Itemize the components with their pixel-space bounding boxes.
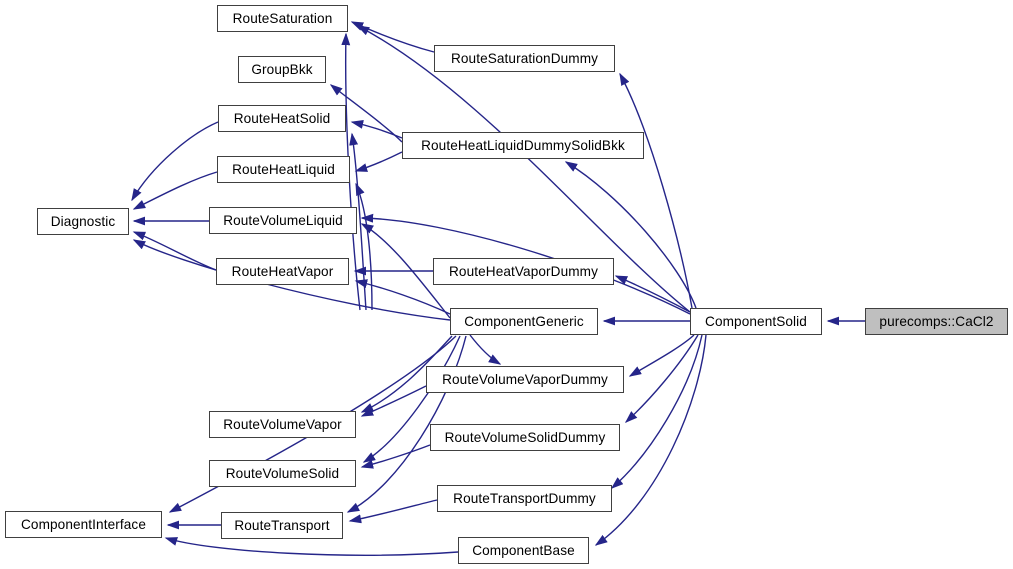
class-node-label: RouteTransportDummy — [453, 490, 596, 506]
edge-componentgeneric-to-routevolumevapordummy — [469, 334, 502, 365]
class-node-label: RouteVolumeLiquid — [223, 212, 343, 228]
class-node-routeheatvapordummy[interactable]: RouteHeatVaporDummy — [433, 258, 614, 285]
class-node-label: RouteHeatSolid — [233, 110, 331, 126]
class-node-componentgeneric[interactable]: ComponentGeneric — [450, 308, 598, 335]
class-node-label: GroupBkk — [251, 61, 313, 77]
class-node-routeheatsolid[interactable]: RouteHeatSolid — [218, 105, 346, 132]
class-node-label: ComponentInterface — [21, 516, 146, 532]
class-node-routetransport[interactable]: RouteTransport — [221, 512, 343, 539]
class-node-label: RouteSaturation — [232, 10, 333, 26]
edge-componentgeneric-to-routeheatvapor — [354, 279, 451, 315]
class-node-componentsolid[interactable]: ComponentSolid — [690, 308, 822, 335]
class-node-label: ComponentSolid — [705, 313, 807, 329]
class-node-label: RouteSaturationDummy — [450, 50, 599, 66]
edge-routetransportdummy-to-routetransport — [348, 499, 438, 524]
class-node-routesaturationdummy[interactable]: RouteSaturationDummy — [434, 45, 615, 72]
edge-componentsolid-to-routeheatliquiddummysolidbkk — [564, 161, 697, 309]
edge-componentbase-to-componentinterface — [164, 537, 459, 556]
class-node-label: RouteHeatVaporDummy — [449, 263, 598, 279]
edge-componentsolid-to-routevolumevapordummy — [628, 334, 695, 377]
edge-componentgeneric-to-routeheatliquid — [355, 182, 373, 311]
class-node-diagnostic[interactable]: Diagnostic — [37, 208, 129, 235]
edge-routeheatliquiddummysolidbkk-to-routeheatsolid — [350, 120, 403, 139]
class-node-componentinterface[interactable]: ComponentInterface — [5, 511, 162, 538]
edge-componentsolid-to-routetransportdummy — [610, 334, 703, 489]
class-node-label: RouteVolumeSolidDummy — [444, 429, 606, 445]
class-node-label: RouteVolumeVaporDummy — [442, 371, 608, 387]
class-node-routevolumesoliddummy[interactable]: RouteVolumeSolidDummy — [430, 424, 620, 451]
class-node-label: RouteVolumeVapor — [223, 416, 342, 432]
class-node-routevolumevapordummy[interactable]: RouteVolumeVaporDummy — [426, 366, 624, 393]
class-node-routetransportdummy[interactable]: RouteTransportDummy — [437, 485, 612, 512]
class-node-routevolumevapor[interactable]: RouteVolumeVapor — [209, 411, 356, 438]
class-node-label: RouteVolumeSolid — [225, 465, 340, 481]
class-node-routesaturation[interactable]: RouteSaturation — [217, 5, 348, 32]
class-node-label: RouteHeatVapor — [231, 263, 334, 279]
class-node-routeheatliquiddummysolidbkk[interactable]: RouteHeatLiquidDummySolidBkk — [402, 132, 644, 159]
edge-routeheatvapor-to-diagnostic — [132, 231, 217, 271]
edge-componentsolid-to-routesaturationdummy — [619, 72, 693, 309]
class-node-routeheatvapor[interactable]: RouteHeatVapor — [216, 258, 349, 285]
class-node-label: ComponentGeneric — [464, 313, 584, 329]
edge-routevolumesoliddummy-to-routevolumesolid — [360, 444, 431, 469]
class-node-label: RouteTransport — [234, 517, 330, 533]
class-node-routeheatliquid[interactable]: RouteHeatLiquid — [217, 156, 350, 183]
class-node-label: RouteHeatLiquidDummySolidBkk — [421, 137, 625, 153]
class-node-purecompscacl2[interactable]: purecomps::CaCl2 — [865, 308, 1008, 335]
class-node-routevolumeliquid[interactable]: RouteVolumeLiquid — [209, 207, 357, 234]
class-node-label: purecomps::CaCl2 — [879, 313, 994, 329]
edge-routesaturationdummy-to-routesaturation — [350, 21, 435, 53]
class-node-routevolumesolid[interactable]: RouteVolumeSolid — [209, 460, 356, 487]
edge-routeheatliquid-to-diagnostic — [132, 171, 218, 210]
class-node-groupbkk[interactable]: GroupBkk — [238, 56, 326, 83]
edge-componentsolid-to-routevolumesoliddummy — [624, 334, 699, 423]
edge-routeheatliquiddummysolidbkk-to-routeheatliquid — [354, 151, 403, 172]
edge-routevolumevapordummy-to-routevolumevapor — [360, 385, 427, 417]
edge-componentsolid-to-routeheatvapordummy — [614, 275, 691, 313]
class-node-label: Diagnostic — [50, 213, 116, 229]
class-node-componentbase[interactable]: ComponentBase — [458, 537, 589, 564]
class-node-label: ComponentBase — [472, 542, 575, 558]
edge-routeheatsolid-to-diagnostic — [131, 121, 219, 202]
class-node-label: RouteHeatLiquid — [232, 161, 335, 177]
